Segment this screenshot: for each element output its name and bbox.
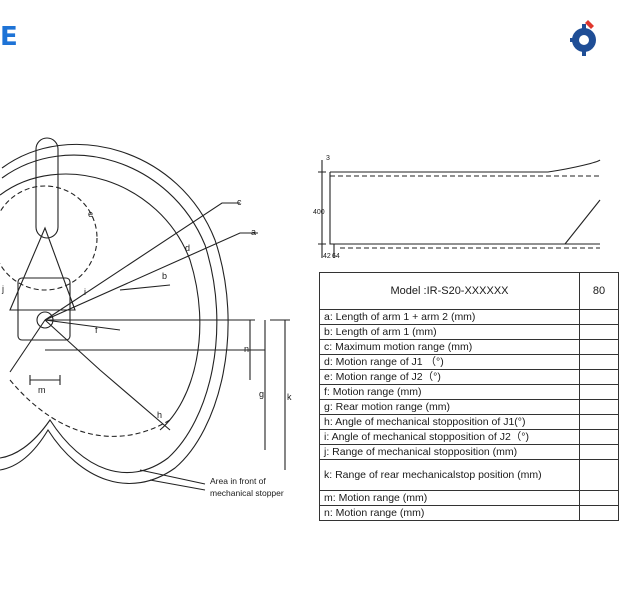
label-b: b	[162, 271, 167, 281]
spec-row-n: n: Motion range (mm)	[319, 505, 580, 521]
callout-line-2: mechanical stopper	[210, 488, 284, 498]
side-dim-top: 3	[326, 155, 330, 162]
callout-line-1: Area in front of	[210, 476, 266, 486]
workspace-diagram: c a d e b i j f h m n g k 3 400 42 64 Ar…	[0, 137, 601, 498]
label-n: n	[244, 344, 249, 354]
spec-row-e: e: Motion range of J2（°)	[319, 369, 580, 385]
spec-row-d: d: Motion range of J1 （°)	[319, 354, 580, 370]
spec-row-g: g: Rear motion range (mm)	[319, 399, 580, 415]
spec-row-a: a: Length of arm 1 + arm 2 (mm)	[319, 309, 580, 325]
spec-value-cell	[579, 429, 619, 445]
label-g: g	[259, 389, 264, 399]
label-c: c	[237, 197, 242, 207]
dim-line-g	[45, 320, 266, 450]
gear-wrench-logo-icon	[570, 20, 596, 56]
label-i: i	[84, 287, 86, 297]
brand-wordmark: E	[0, 22, 19, 52]
side-view-outline	[329, 159, 601, 245]
side-view-slope	[564, 199, 601, 245]
label-j: j	[1, 284, 4, 294]
spec-value-cell	[579, 309, 619, 325]
spec-value-cell	[579, 354, 619, 370]
spec-value-cell	[579, 324, 619, 340]
model-label: Model :IR-S20-XXXXXX	[319, 272, 580, 310]
side-dim-height: 400	[313, 209, 325, 216]
spec-row-m: m: Motion range (mm)	[319, 490, 580, 506]
spec-value-cell	[579, 505, 619, 521]
spec-row-h: h: Angle of mechanical stopposition of J…	[319, 414, 580, 430]
spec-row-i: i: Angle of mechanical stopposition of J…	[319, 429, 580, 445]
label-a: a	[251, 227, 256, 237]
label-h: h	[157, 410, 162, 420]
side-view-dim-lines	[318, 160, 335, 258]
rear-range-dashed-arc	[9, 379, 171, 437]
spec-value-cell	[579, 459, 619, 491]
callout-leader-lines	[139, 469, 206, 491]
outer-envelope-arc-inner	[0, 154, 218, 474]
label-k: k	[287, 392, 292, 402]
spec-row-k: k: Range of rear mechanicalstop position…	[319, 459, 580, 491]
spec-value-cell	[579, 369, 619, 385]
mid-envelope-arc	[0, 173, 201, 431]
spec-value-cell	[579, 414, 619, 430]
spec-value-cell	[579, 399, 619, 415]
spec-row-c: c: Maximum motion range (mm)	[319, 339, 580, 355]
label-f: f	[95, 325, 98, 335]
side-dim-bottom-2: 64	[332, 253, 340, 260]
spec-value-cell	[579, 339, 619, 355]
spec-table: Model :IR-S20-XXXXXX 80 a: Length of arm…	[319, 272, 619, 521]
j2-range-dashed-circle	[0, 185, 98, 291]
spec-row-b: b: Length of arm 1 (mm)	[319, 324, 580, 340]
spec-row-f: f: Motion range (mm)	[319, 384, 580, 400]
spec-row-j: j: Range of mechanical stopposition (mm)	[319, 444, 580, 460]
leader-line-b	[119, 284, 171, 291]
arm1-body	[35, 137, 59, 239]
label-e: e	[88, 209, 93, 219]
label-d: d	[185, 243, 190, 253]
outer-envelope-arc	[0, 143, 229, 484]
spec-value-cell	[579, 384, 619, 400]
model-value: 80	[579, 272, 619, 310]
dim-line-k	[270, 319, 290, 470]
dim-line-m	[29, 375, 61, 385]
side-dim-bottom-1: 42	[323, 253, 331, 260]
spec-value-cell	[579, 490, 619, 506]
leader-line-a	[44, 232, 258, 321]
leader-line-c	[44, 202, 240, 321]
label-m: m	[38, 385, 46, 395]
spec-value-cell	[579, 444, 619, 460]
arm-sweep-lines	[9, 319, 171, 431]
base-triangle	[9, 226, 76, 311]
